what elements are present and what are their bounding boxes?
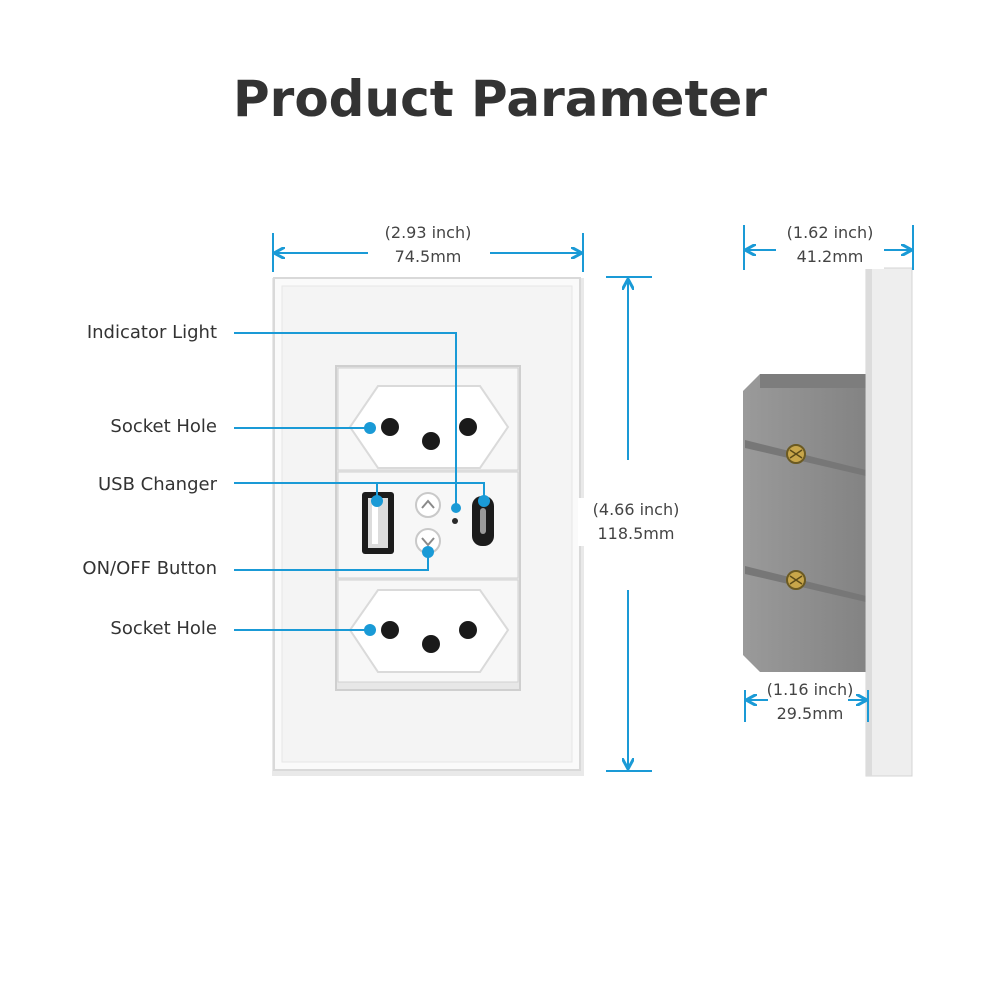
callout-dots [364, 422, 490, 636]
label-usb-changer: USB Changer [98, 474, 217, 495]
dimension-inch: (1.62 inch) [786, 223, 874, 242]
label-indicator-light: Indicator Light [86, 322, 217, 343]
on-button [415, 492, 441, 518]
socket-hole [381, 418, 399, 436]
dimension-inch: (2.93 inch) [384, 223, 472, 242]
callout-lines [234, 332, 485, 631]
label-on-off-button: ON/OFF Button [82, 558, 217, 579]
label-socket-hole-top: Socket Hole [110, 416, 217, 437]
side-view [743, 267, 913, 777]
socket-hole [459, 621, 477, 639]
dimension-inch: (4.66 inch) [592, 500, 680, 519]
page-title: Product Parameter [233, 70, 767, 128]
dimension-inch: (1.16 inch) [766, 680, 854, 699]
dimension-front-width: (2.93 inch) 74.5mm [368, 221, 488, 269]
dimension-mm: 118.5mm [597, 524, 675, 543]
label-socket-hole-bottom: Socket Hole [110, 618, 217, 639]
dimension-mm: 29.5mm [776, 704, 844, 723]
dimension-side-box-depth: (1.16 inch) 29.5mm [758, 678, 862, 726]
dimension-side-depth: (1.62 inch) 41.2mm [776, 221, 884, 269]
dimension-front-height: (4.66 inch) 118.5mm [578, 498, 694, 546]
socket-hole [381, 621, 399, 639]
socket-hole [422, 635, 440, 653]
dimension-mm: 74.5mm [394, 247, 462, 266]
dimension-lines [272, 233, 652, 772]
socket-hole [422, 432, 440, 450]
socket-module-top [337, 367, 519, 471]
socket-hole [459, 418, 477, 436]
indicator-light [452, 518, 458, 524]
dimension-mm: 41.2mm [796, 247, 864, 266]
